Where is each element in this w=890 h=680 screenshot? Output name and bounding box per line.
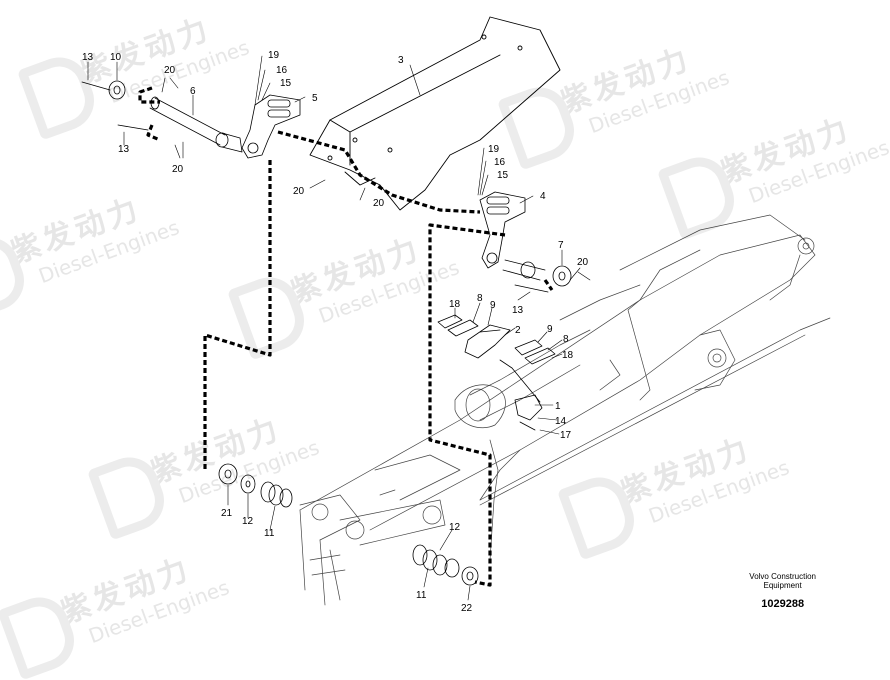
callout-19: 19 bbox=[488, 144, 500, 155]
callout-12: 12 bbox=[449, 522, 461, 533]
callout-18: 18 bbox=[449, 299, 461, 310]
pin-7 bbox=[502, 259, 572, 287]
callout-1: 1 bbox=[555, 401, 561, 412]
hose-route-dashed bbox=[138, 86, 554, 587]
callout-13: 13 bbox=[82, 52, 94, 63]
callout-3: 3 bbox=[398, 55, 404, 66]
callout-20: 20 bbox=[373, 198, 385, 209]
bracket-5 bbox=[241, 94, 301, 159]
callout-15: 15 bbox=[280, 78, 292, 89]
callout-15: 15 bbox=[497, 170, 509, 181]
boom-arm-outline bbox=[299, 214, 831, 606]
manufacturer-line-1: Volvo Construction bbox=[749, 572, 816, 581]
callout-8: 8 bbox=[477, 293, 483, 304]
parts-diagram: 13 10 20 6 13 20 19 16 15 5 3 20 20 19 1… bbox=[81, 16, 831, 614]
callout-8: 8 bbox=[563, 334, 569, 345]
washer-stack-lower bbox=[412, 544, 479, 586]
bolt-13 bbox=[514, 284, 549, 293]
callout-6: 6 bbox=[190, 86, 196, 97]
drawing-number: 1029288 bbox=[761, 598, 805, 610]
callout-5: 5 bbox=[312, 93, 318, 104]
bolt-13 bbox=[81, 81, 111, 91]
washer-stack-upper bbox=[218, 463, 293, 508]
callout-18: 18 bbox=[562, 350, 574, 361]
callout-22: 22 bbox=[461, 603, 473, 614]
callout-13: 13 bbox=[118, 144, 130, 155]
callout-9: 9 bbox=[490, 300, 496, 311]
bracket-4 bbox=[479, 191, 526, 269]
callout-19: 19 bbox=[268, 50, 280, 61]
callout-4: 4 bbox=[540, 191, 546, 202]
callout-16: 16 bbox=[494, 157, 506, 168]
callout-12: 12 bbox=[242, 516, 254, 527]
callout-20: 20 bbox=[293, 186, 305, 197]
callout-21: 21 bbox=[221, 508, 233, 519]
callout-20: 20 bbox=[577, 257, 589, 268]
callout-13: 13 bbox=[512, 305, 524, 316]
callout-20: 20 bbox=[172, 164, 184, 175]
manufacturer-line-2: Equipment bbox=[763, 581, 802, 590]
drawing-info: Volvo Construction Equipment 1029288 bbox=[749, 572, 816, 610]
callout-labels: 13 10 20 6 13 20 19 16 15 5 3 20 20 19 1… bbox=[82, 50, 589, 614]
callout-16: 16 bbox=[276, 65, 288, 76]
callout-11: 11 bbox=[264, 528, 275, 539]
callout-9: 9 bbox=[547, 324, 553, 335]
callout-2: 2 bbox=[515, 325, 521, 336]
guard-plate bbox=[309, 16, 561, 211]
callout-14: 14 bbox=[555, 416, 567, 427]
callout-20: 20 bbox=[164, 65, 176, 76]
leader-lines bbox=[87, 55, 591, 601]
pin-6 bbox=[149, 96, 243, 153]
callout-10: 10 bbox=[110, 52, 122, 63]
washer-10 bbox=[108, 80, 126, 100]
callout-11: 11 bbox=[416, 590, 427, 601]
bolt-13 bbox=[117, 124, 149, 131]
callout-7: 7 bbox=[558, 240, 564, 251]
clamp-assembly bbox=[437, 314, 556, 431]
callout-17: 17 bbox=[560, 430, 572, 441]
